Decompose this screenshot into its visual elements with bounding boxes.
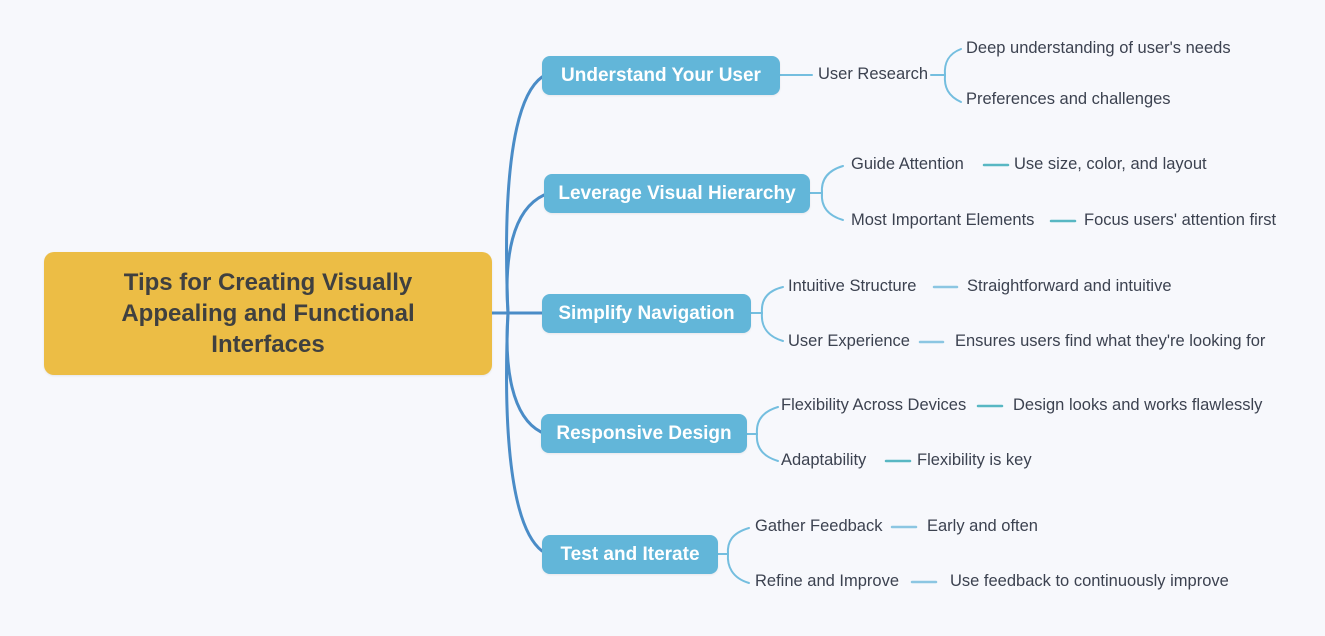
connector-root-branch5 xyxy=(505,311,544,553)
subnode-gather-feedback[interactable]: Gather Feedback xyxy=(755,517,883,536)
leaf-use-feedback-improve[interactable]: Use feedback to continuously improve xyxy=(950,572,1229,591)
bracket-branch3-down xyxy=(760,312,784,342)
bracket-branch4-up xyxy=(755,406,779,435)
leaf-design-looks-flawless[interactable]: Design looks and works flawlessly xyxy=(1013,396,1263,415)
node-leverage-visual-hierarchy[interactable]: Leverage Visual Hierarchy xyxy=(544,174,810,213)
node-label: Understand Your User xyxy=(561,64,761,86)
leaf-straightforward-intuitive[interactable]: Straightforward and intuitive xyxy=(967,277,1172,296)
node-simplify-navigation[interactable]: Simplify Navigation xyxy=(542,294,751,333)
leaf-focus-users-attention[interactable]: Focus users' attention first xyxy=(1084,211,1277,230)
node-understand-your-user[interactable]: Understand Your User xyxy=(542,56,780,95)
bracket-branch2-down xyxy=(820,192,844,221)
leaf-preferences-challenges[interactable]: Preferences and challenges xyxy=(966,90,1171,109)
bracket-branch4-down xyxy=(755,433,779,462)
bracket-user-research-down xyxy=(943,74,962,103)
subnode-intuitive-structure[interactable]: Intuitive Structure xyxy=(788,277,917,296)
node-label: Simplify Navigation xyxy=(558,302,735,324)
node-label: Leverage Visual Hierarchy xyxy=(558,182,796,204)
node-responsive-design[interactable]: Responsive Design xyxy=(541,414,747,453)
root-node-label: Tips for Creating Visually Appealing and… xyxy=(121,268,415,359)
connector-root-branch2 xyxy=(505,193,546,315)
subnode-guide-attention[interactable]: Guide Attention xyxy=(851,155,964,174)
leaf-use-size-color-layout[interactable]: Use size, color, and layout xyxy=(1014,155,1207,174)
node-test-and-iterate[interactable]: Test and Iterate xyxy=(542,535,718,574)
subnode-user-experience[interactable]: User Experience xyxy=(788,332,910,351)
leaf-ensures-users-find[interactable]: Ensures users find what they're looking … xyxy=(955,332,1266,351)
subnode-adaptability[interactable]: Adaptability xyxy=(781,451,867,470)
node-label: Responsive Design xyxy=(556,422,732,444)
connector-root-branch4 xyxy=(505,311,543,434)
subnode-most-important-elements[interactable]: Most Important Elements xyxy=(851,211,1035,230)
connector-root-branch1 xyxy=(505,75,544,315)
subnode-refine-and-improve[interactable]: Refine and Improve xyxy=(755,572,899,591)
bracket-branch2-up xyxy=(820,165,844,194)
bracket-branch3-up xyxy=(760,286,784,314)
leaf-deep-understanding[interactable]: Deep understanding of user's needs xyxy=(966,39,1231,58)
bracket-branch5-up xyxy=(726,527,750,555)
bracket-branch5-down xyxy=(726,553,750,584)
leaf-early-and-often[interactable]: Early and often xyxy=(927,517,1038,536)
subnode-flexibility-across-devices[interactable]: Flexibility Across Devices xyxy=(781,396,967,415)
bracket-user-research-up xyxy=(943,48,962,76)
root-node[interactable]: Tips for Creating Visually Appealing and… xyxy=(44,252,492,375)
subnode-user-research[interactable]: User Research xyxy=(818,65,929,84)
node-label: Test and Iterate xyxy=(560,543,700,565)
leaf-flexibility-is-key[interactable]: Flexibility is key xyxy=(917,451,1032,470)
